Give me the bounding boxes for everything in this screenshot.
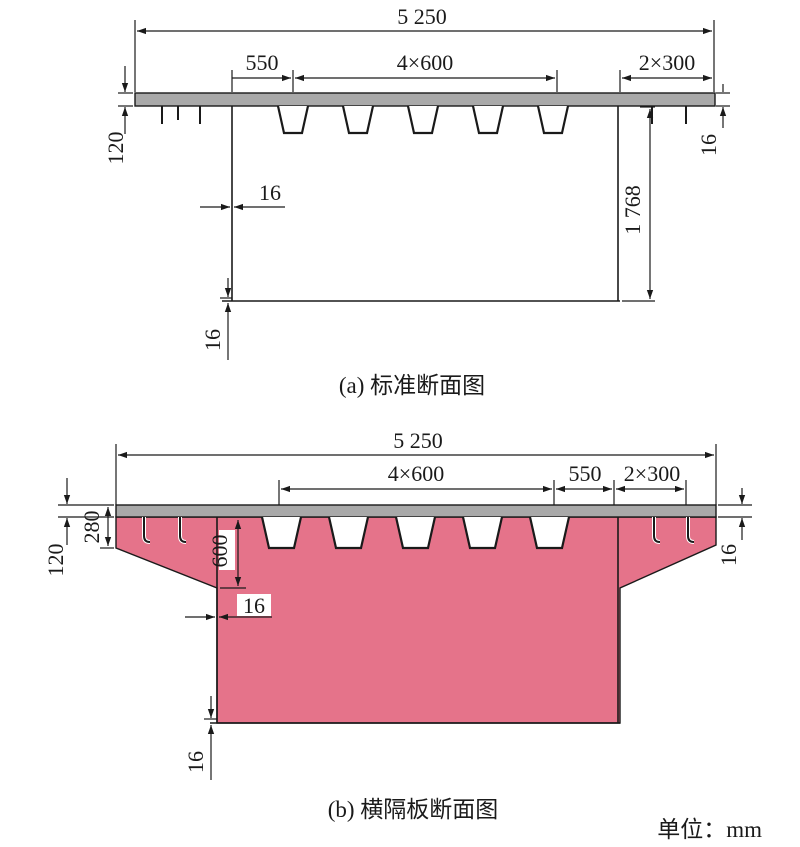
dim-b-total-width: 5 250 [115,428,717,505]
panel-b-diaphragm-section: 5 250 4×600 550 2×300 [43,428,752,822]
label-b-cutout-depth: 600 [207,535,232,568]
dim-a-bottom-thickness: 16 [200,278,232,360]
dim-a-deck-thickness: 120 [103,66,133,165]
dim-a-web-thickness: 16 [200,180,285,211]
dim-b-cutout-depth: 600 [207,520,246,589]
label-b-right-overhang: 550 [569,461,602,486]
overhang-stiffeners-b [142,517,695,544]
dim-a-height: 1 768 [620,106,655,302]
label-b-web-thickness: 16 [243,593,265,618]
label-a-web-thickness: 16 [259,180,281,205]
label-a-total-width: 5 250 [397,4,447,29]
dim-a-spacing-row: 550 4×600 2×300 [231,50,712,92]
label-b-haunch-depth: 280 [79,511,104,544]
unit-label: 单位：mm [657,817,762,842]
u-ribs-a [276,105,570,135]
label-b-deck-thickness: 120 [43,544,68,577]
deck-plate-b [115,504,717,518]
label-b-right-thickness: 16 [716,544,741,566]
label-a-right-spacing: 2×300 [639,50,695,75]
label-b-bottom-thickness: 16 [183,751,208,773]
label-a-deck-thickness: 120 [103,132,128,165]
label-b-right-spacing: 2×300 [624,461,680,486]
dim-a-right-thickness: 16 [696,84,730,156]
dim-b-bottom-thickness: 16 [183,696,217,780]
dim-b-haunch-depth: 280 [79,507,114,549]
dim-b-right-thickness: 16 [716,488,752,566]
box-girder-a [222,106,620,302]
caption-b: (b) 横隔板断面图 [328,797,499,822]
panel-a-standard-section: 5 250 550 4×600 2×300 [103,4,730,398]
label-a-height: 1 768 [620,185,645,235]
caption-a: (a) 标准断面图 [339,373,485,398]
deck-plate-a [134,92,716,107]
dim-b-deck-thickness: 120 [43,478,114,577]
label-a-left-overhang: 550 [246,50,279,75]
dim-a-total-width: 5 250 [134,4,715,92]
label-a-rib-spacing: 4×600 [397,50,453,75]
box-girder-b [210,517,620,724]
dim-b-spacing-row: 4×600 550 2×300 [278,461,687,505]
label-b-rib-spacing: 4×600 [388,461,444,486]
label-a-right-thickness: 16 [696,134,721,156]
dim-b-web-thickness: 16 [185,593,272,621]
label-a-bottom-thickness: 16 [200,329,225,351]
u-ribs-b [260,516,571,550]
label-b-total-width: 5 250 [393,428,443,453]
